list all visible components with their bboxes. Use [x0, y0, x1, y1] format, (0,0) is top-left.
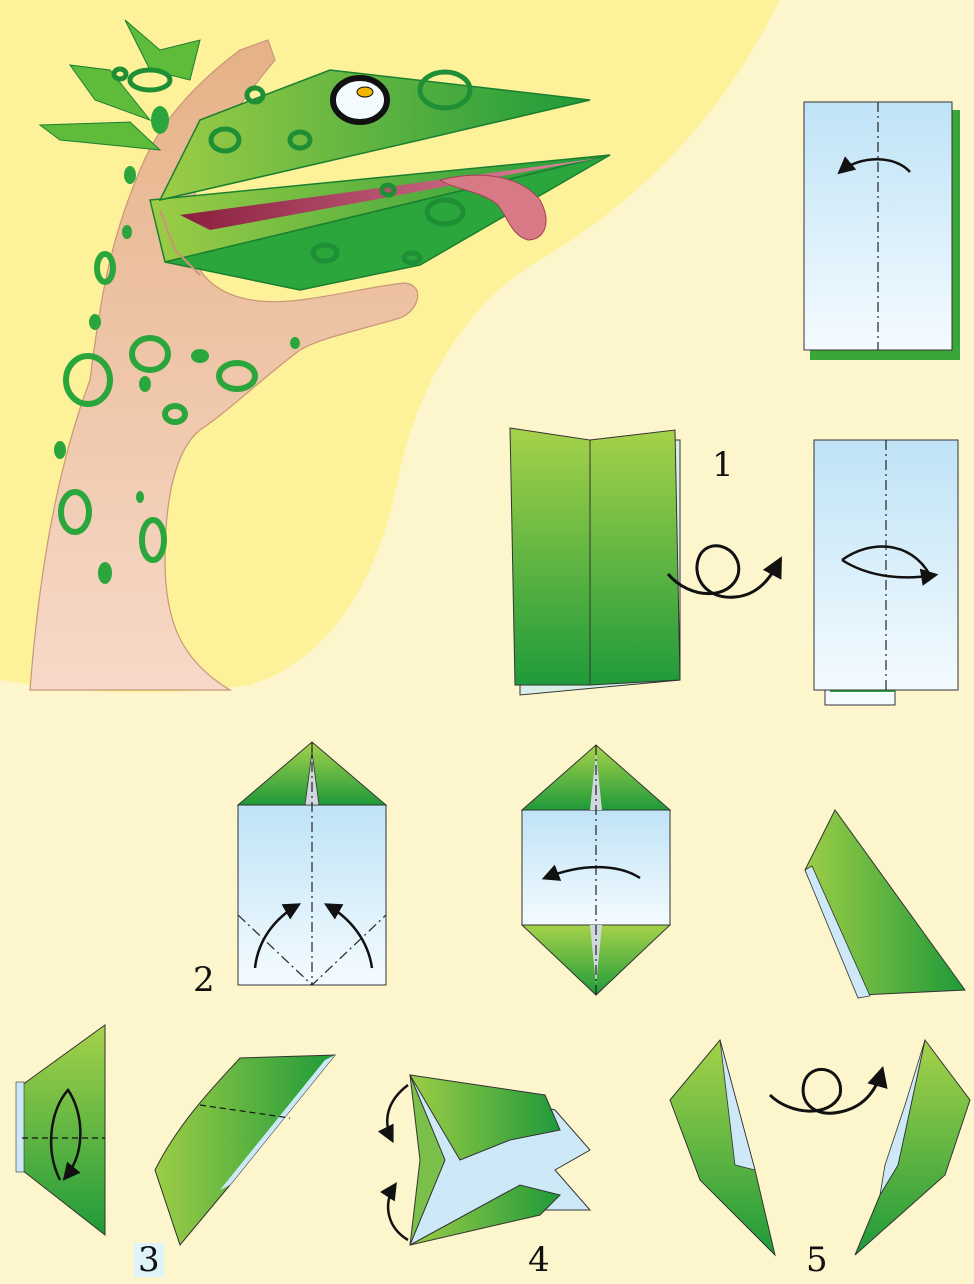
- step5-left-piece: [669, 1038, 776, 1257]
- step3-strip: [15, 1024, 106, 1237]
- flip-over-icon: [666, 544, 782, 599]
- step-number-3: 3: [134, 1243, 164, 1277]
- fold-arrow-icon: [837, 156, 911, 175]
- fold-arrow-icon: [380, 1182, 409, 1242]
- fold-arrow-icon: [49, 1087, 82, 1181]
- step5-right-piece: [854, 1038, 971, 1256]
- step2-folded-strip: [804, 809, 966, 999]
- fold-arrow-icon: [323, 903, 374, 969]
- step-number-5: 5: [806, 1240, 828, 1280]
- step1-sheet-right: [813, 439, 959, 706]
- step2-sheet-left: [236, 741, 388, 986]
- flip-over-icon: [768, 1065, 888, 1115]
- hand-illustration: [29, 39, 419, 691]
- step-number-2: 2: [193, 960, 215, 1000]
- step1-sheet-top: [803, 101, 960, 360]
- frog-puppet: [38, 19, 611, 291]
- step3-folded-wedge: [154, 1054, 337, 1247]
- fold-arrow-icon: [841, 545, 932, 576]
- fold-arrow-icon: [377, 1084, 409, 1144]
- fold-arrow-icon: [841, 558, 939, 586]
- step2-sheet-middle: [520, 744, 672, 996]
- step1-green-folded: [509, 427, 681, 696]
- fold-arrow-icon: [253, 903, 302, 969]
- step-number-4: 4: [528, 1240, 550, 1280]
- step-number-1: 1: [712, 445, 734, 485]
- step4-shape: [377, 1074, 592, 1246]
- fold-arrow-icon: [541, 864, 641, 881]
